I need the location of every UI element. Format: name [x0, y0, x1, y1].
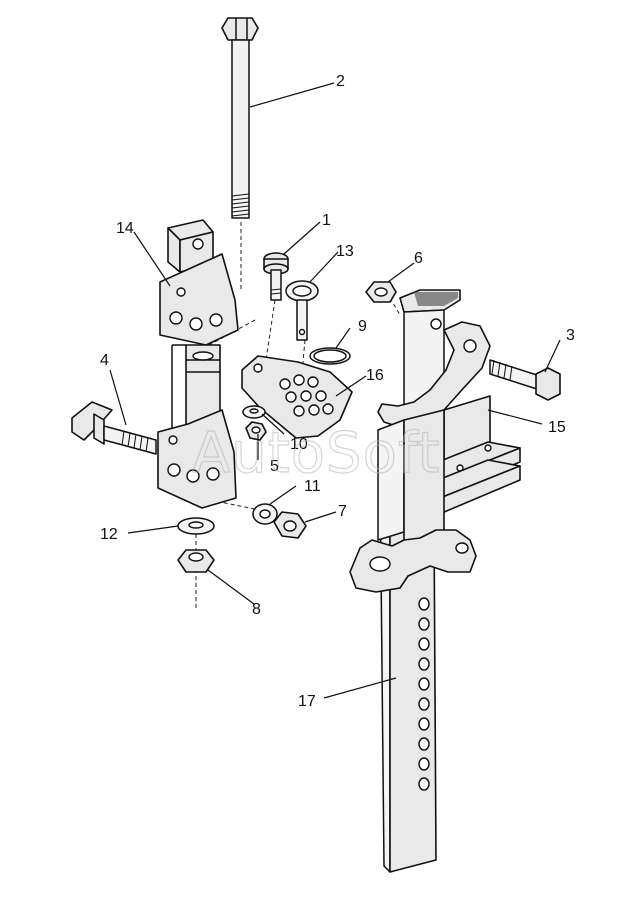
callout-13: 13 — [336, 243, 354, 260]
watermark-text: AutoSoft — [192, 421, 441, 486]
callout-8: 8 — [252, 601, 261, 618]
callout-6: 6 — [414, 250, 423, 267]
part-3-hex-bolt — [489, 359, 561, 401]
callout-4: 4 — [100, 352, 109, 369]
callout-2: 2 — [336, 73, 345, 90]
callout-17: 17 — [298, 693, 316, 710]
part-13-lynch-pin — [285, 280, 319, 341]
post-holes — [418, 597, 430, 791]
part-8-nut — [177, 549, 215, 573]
part-12-washer — [177, 517, 215, 535]
part-16-perforated-plate — [241, 355, 353, 439]
part-11-spring-washer — [252, 503, 278, 525]
part-9-circlip — [309, 347, 351, 365]
part-15-hook-frame — [349, 289, 521, 593]
callout-15: 15 — [548, 419, 566, 436]
callout-3: 3 — [566, 327, 575, 344]
callout-11: 11 — [304, 478, 321, 495]
part-4-t-head-bolt — [71, 401, 157, 455]
callout-labels: 2 1 14 13 6 9 3 4 16 15 10 5 11 7 12 8 1… — [100, 73, 575, 710]
part-2-long-bolt — [221, 17, 259, 219]
callout-7: 7 — [338, 503, 347, 520]
part-5-nut — [245, 421, 267, 441]
part-10-washer — [242, 405, 266, 419]
part-6-nut — [365, 281, 397, 303]
part-14-hitch-bracket — [157, 219, 239, 509]
callout-12: 12 — [100, 526, 118, 543]
callout-1: 1 — [322, 212, 331, 229]
part-17-perforated-post — [379, 463, 437, 873]
callout-10: 10 — [290, 436, 308, 453]
callout-9: 9 — [358, 318, 367, 335]
callout-5: 5 — [270, 458, 279, 475]
callout-14: 14 — [116, 220, 134, 237]
part-7-nut — [273, 511, 307, 539]
leader-lines — [109, 82, 561, 699]
callout-16: 16 — [366, 367, 384, 384]
part-1-small-bolt — [263, 252, 289, 301]
